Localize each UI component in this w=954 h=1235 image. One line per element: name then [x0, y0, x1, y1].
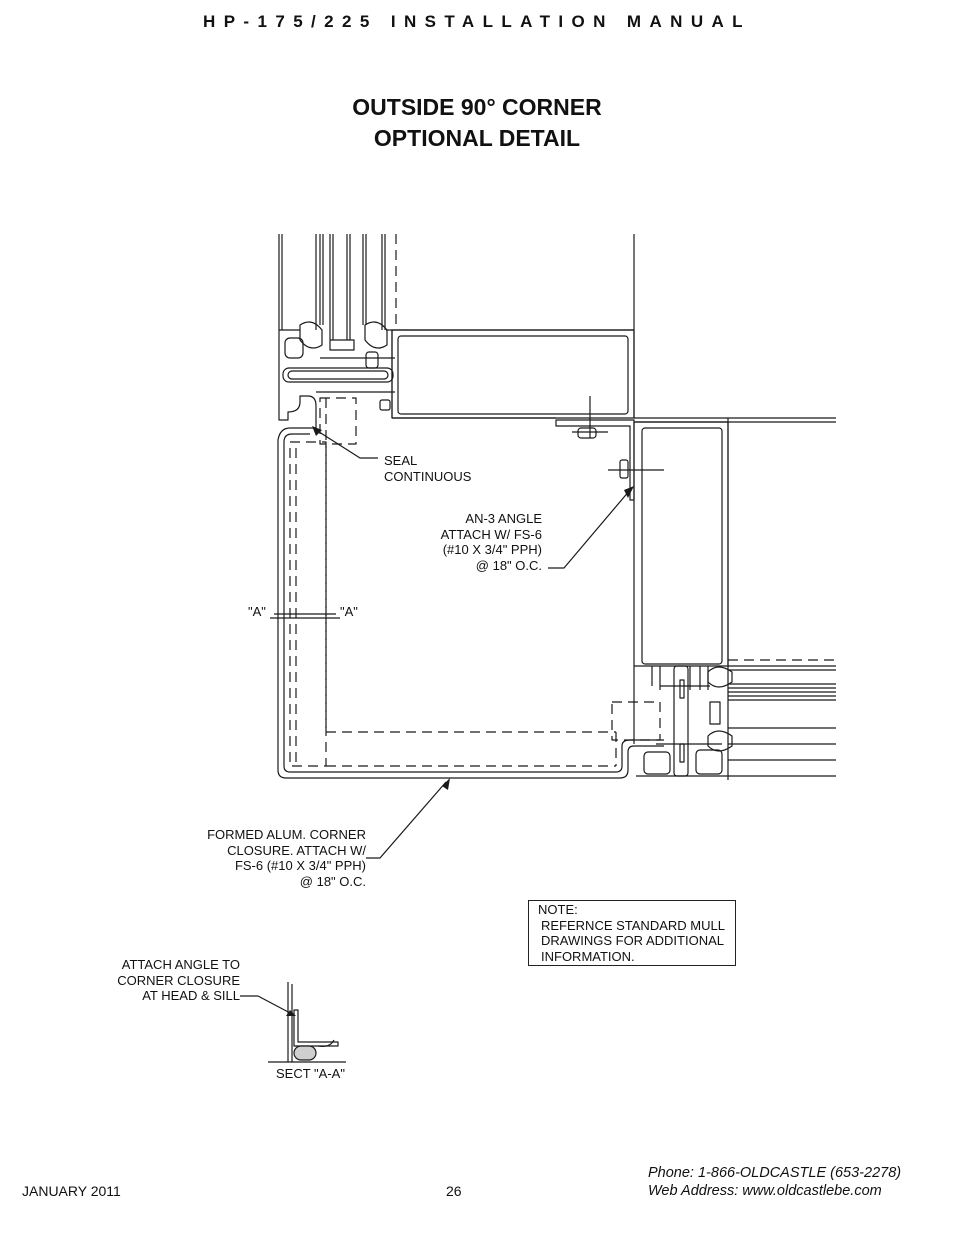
leader-lines	[240, 429, 631, 1015]
note-line: INFORMATION.	[541, 948, 635, 964]
footer-web: Web Address: www.oldcastlebe.com	[648, 1183, 882, 1199]
an3-angle	[555, 419, 664, 501]
closure-label: FORMED ALUM. CORNER CLOSURE. ATTACH W/ F…	[207, 827, 366, 889]
corner-closure	[277, 397, 664, 779]
section-mark-right: "A"	[340, 604, 358, 619]
section-label: SECT "A-A"	[276, 1066, 345, 1081]
right-mullion	[633, 417, 836, 780]
section-cut-line	[270, 613, 340, 619]
section-mark-left: "A"	[248, 604, 266, 619]
seal-label: SEAL CONTINUOUS	[384, 453, 472, 484]
footer-contact: Phone: 1-866-OLDCASTLE (653-2278) Web Ad…	[648, 1164, 901, 1200]
upper-tube	[391, 329, 635, 438]
title-line-1: OUTSIDE 90° CORNER	[352, 94, 602, 120]
footer-phone: Phone: 1-866-OLDCASTLE (653-2278)	[648, 1165, 902, 1181]
section-detail	[268, 982, 346, 1063]
left-mullion	[278, 234, 635, 429]
note-line: DRAWINGS FOR ADDITIONAL	[541, 933, 724, 948]
attach-angle-label: ATTACH ANGLE TO CORNER CLOSURE AT HEAD &…	[117, 957, 240, 1003]
note-heading: NOTE:	[538, 902, 578, 917]
page-title: OUTSIDE 90° CORNER OPTIONAL DETAIL	[0, 92, 954, 154]
note-box: NOTE: REFERNCE STANDARD MULL DRAWINGS FO…	[528, 900, 736, 966]
title-line-2: OPTIONAL DETAIL	[373, 125, 581, 151]
manual-header: HP-175/225 INSTALLATION MANUAL	[203, 12, 751, 31]
page-number: 26	[446, 1183, 462, 1199]
note-line: REFERNCE STANDARD MULL	[541, 917, 725, 933]
angle-label: AN-3 ANGLE ATTACH W/ FS-6 (#10 X 3/4" PP…	[440, 511, 542, 573]
footer-date: JANUARY 2011	[22, 1183, 121, 1199]
